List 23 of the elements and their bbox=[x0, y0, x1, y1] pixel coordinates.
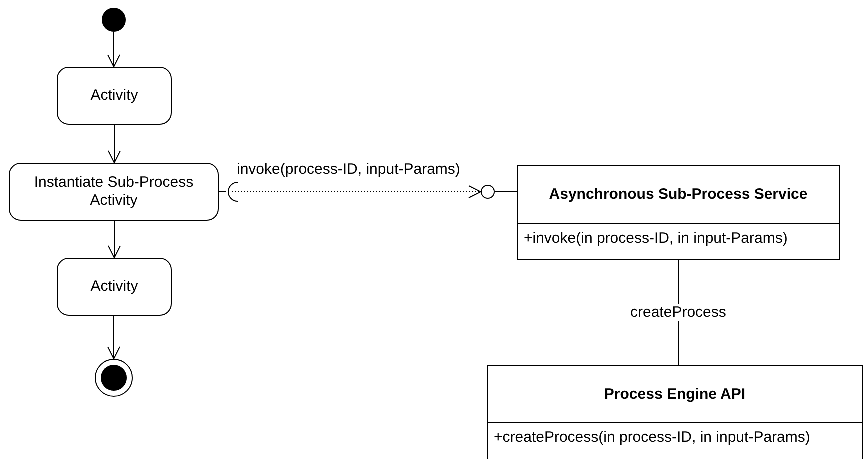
action-box bbox=[57, 67, 172, 125]
class-box bbox=[517, 165, 840, 260]
class-name: Asynchronous Sub-Process Service bbox=[518, 166, 839, 224]
flow-arrow bbox=[108, 220, 121, 258]
class-name: Process Engine API bbox=[488, 366, 862, 423]
connector bbox=[232, 186, 482, 198]
action-box bbox=[57, 258, 172, 316]
provided-interface bbox=[481, 185, 495, 199]
operation: +invoke(in process-ID, in input-Params) bbox=[523, 229, 789, 249]
flow-arrow bbox=[108, 316, 120, 360]
action-label: Instantiate Sub-Process Activity bbox=[33, 174, 195, 210]
class-box bbox=[487, 365, 863, 459]
action-box bbox=[9, 163, 219, 221]
action-label: Activity bbox=[90, 87, 138, 105]
operation: +createProcess(in process-ID, in input-Params) bbox=[493, 428, 812, 448]
edge-label: invoke(process-ID, input-Params) bbox=[236, 161, 462, 178]
flow-arrow bbox=[108, 32, 120, 68]
initial-node bbox=[102, 8, 126, 32]
required-interface bbox=[226, 182, 238, 202]
edge-label: createProcess bbox=[628, 304, 728, 321]
flow-arrow bbox=[108, 124, 121, 164]
action-label: Activity bbox=[90, 278, 138, 296]
final-node bbox=[95, 359, 133, 397]
